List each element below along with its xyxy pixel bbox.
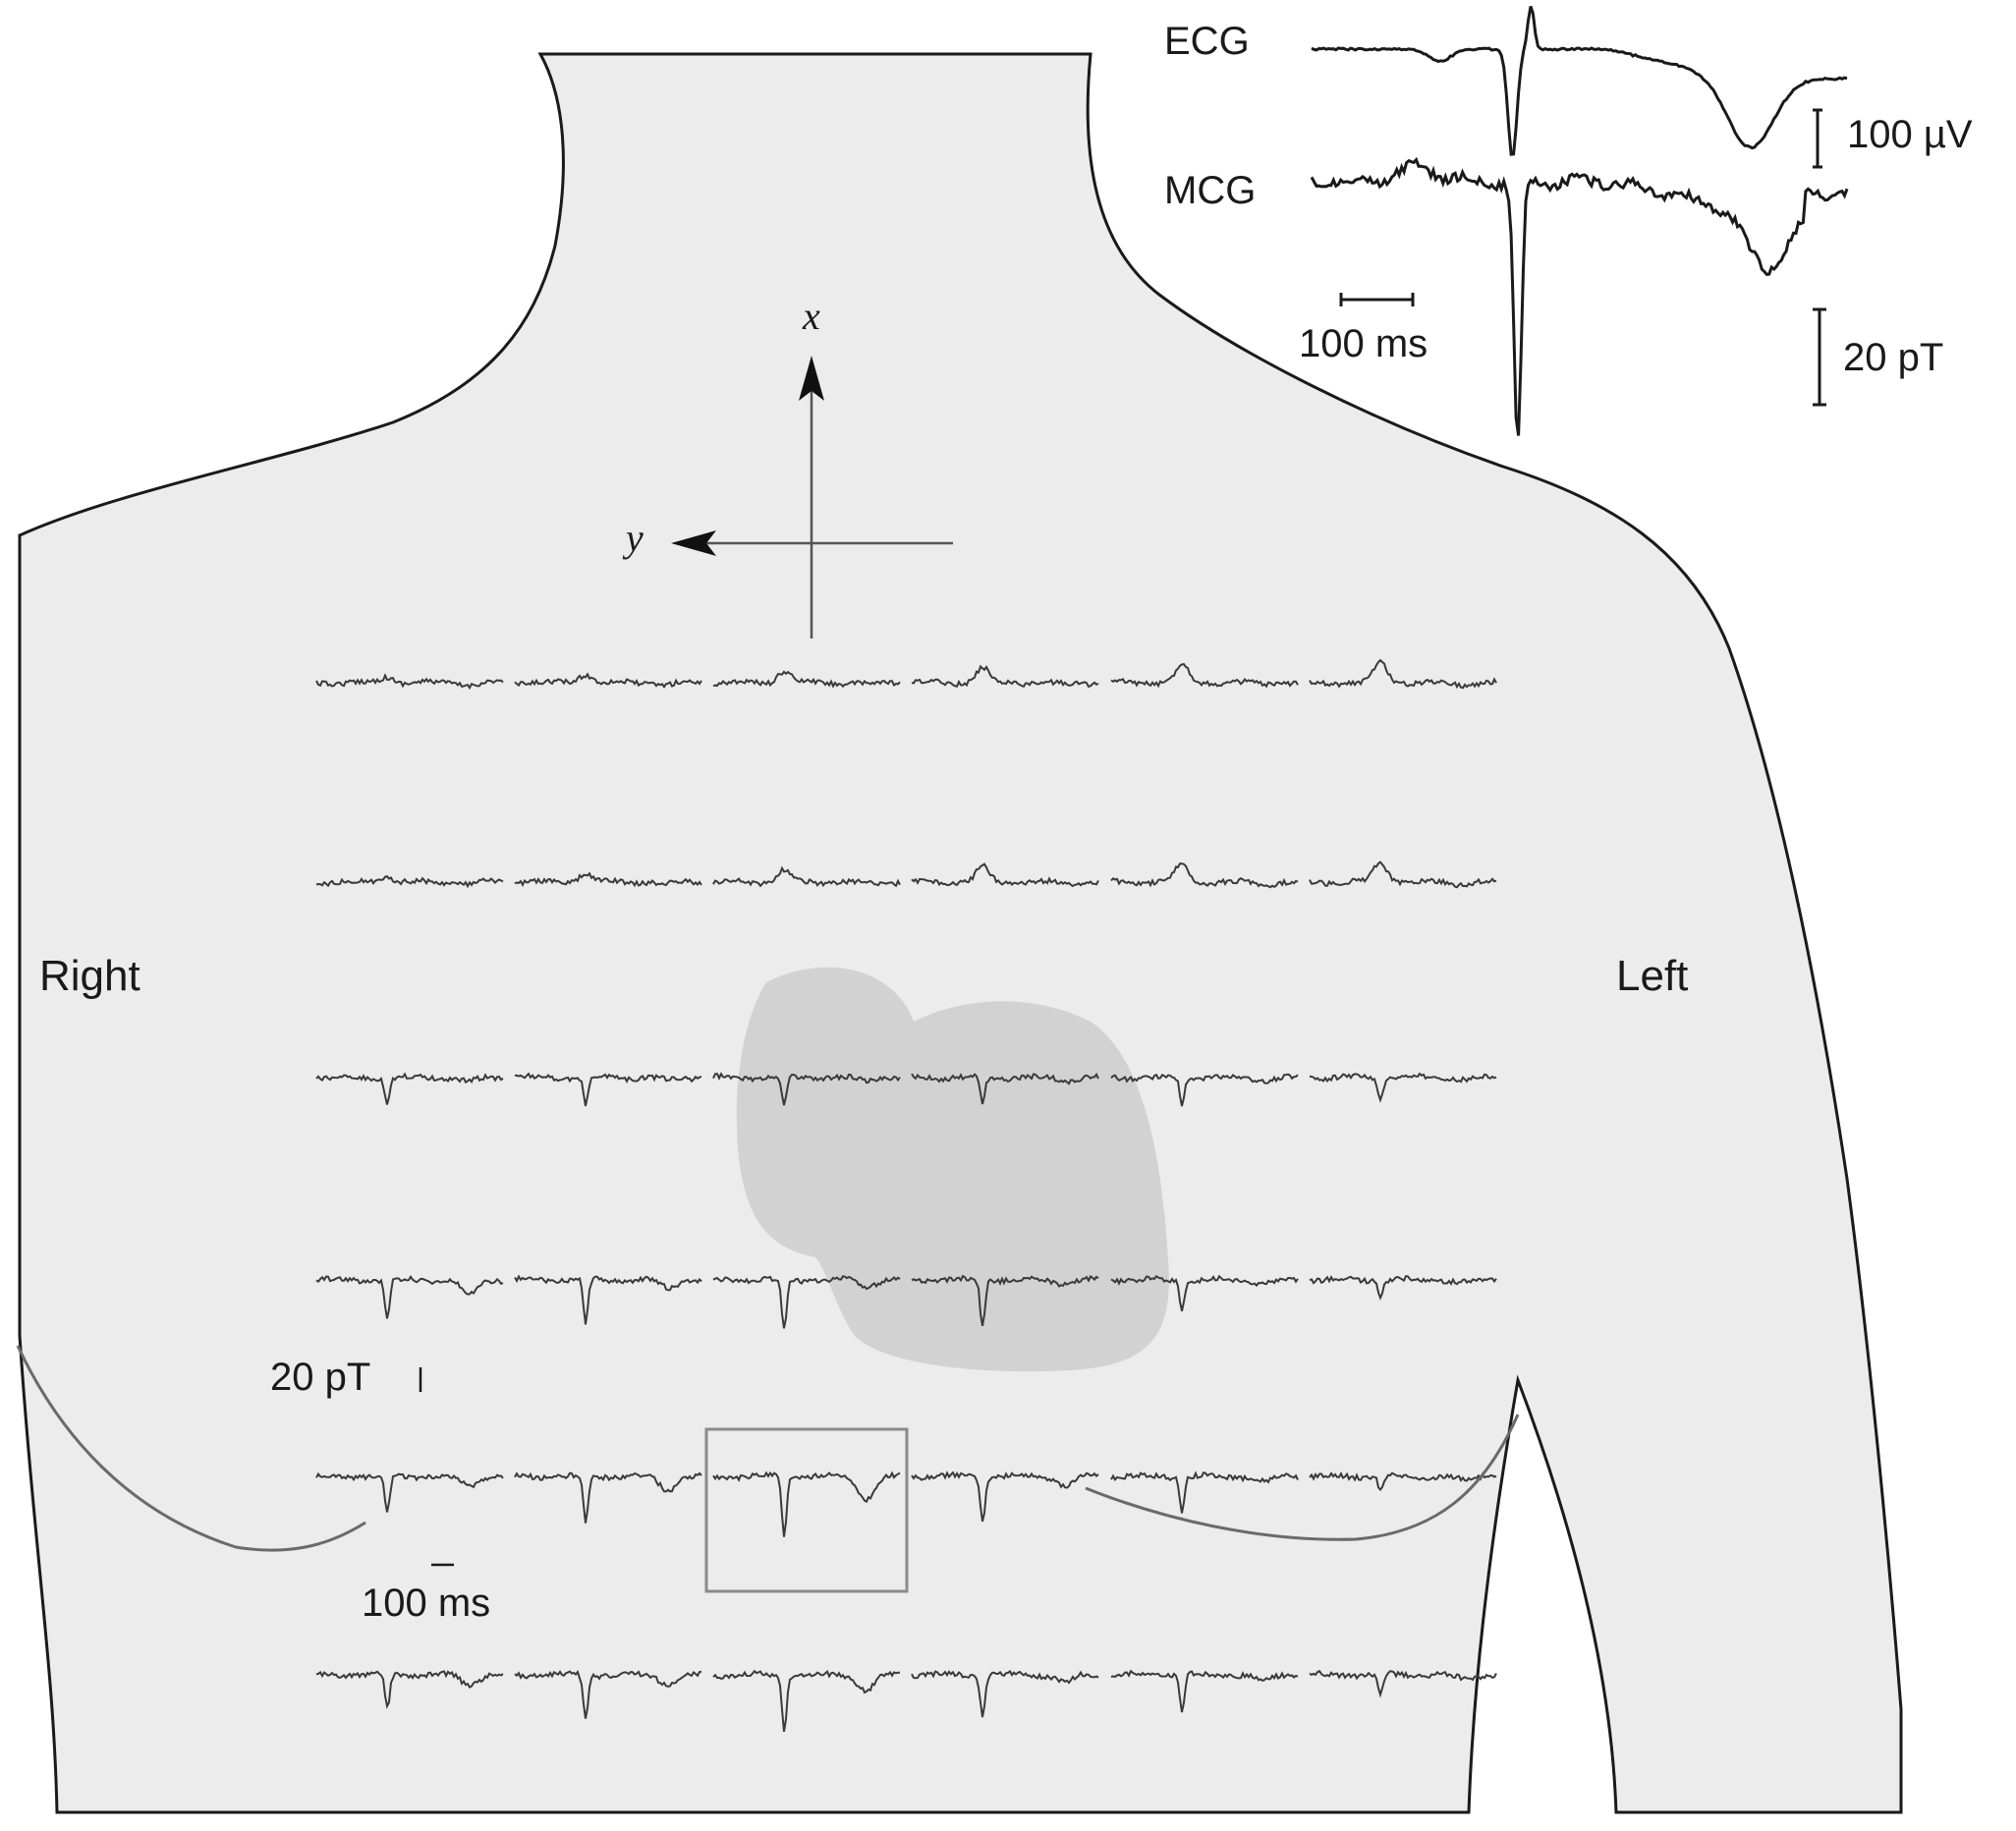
mcg-trace [514,1670,702,1719]
right-side-label: Right [39,952,140,1000]
mcg-trace [911,664,1099,689]
mcg-trace [1309,1669,1497,1698]
inset-time-scale-label: 100 ms [1299,322,1428,365]
mcg-trace [1309,658,1497,690]
mcg-trace [911,1669,1099,1718]
ecg-amplitude-scale-label: 100 µV [1847,113,1973,156]
mcg-trace [712,1072,901,1106]
mcg-trace [315,1274,504,1319]
mcg-trace [315,1072,504,1105]
mcg-trace-inset [1310,156,1849,436]
mcg-trace [1110,1470,1299,1514]
grid-field-scale-label: 20 pT [270,1356,371,1399]
mcg-trace [1110,1669,1299,1713]
grid-time-scale-label: 100 ms [362,1581,491,1625]
mcg-trace [911,1072,1099,1105]
mcg-amplitude-scale-label: 20 pT [1843,336,1944,379]
right-breast-contour [16,1345,366,1552]
mcg-trace-grid [315,658,1497,1733]
mcg-trace [315,673,504,691]
mcg-trace [315,1670,504,1710]
mcg-trace [514,871,702,888]
torso-silhouette [18,52,1903,1814]
mcg-trace [1309,1470,1497,1492]
mcg-trace [1309,1274,1497,1301]
mcg-trace [1110,1073,1299,1107]
left-side-label: Left [1616,952,1689,1000]
mcg-trace [514,1471,702,1524]
mcg-trace [514,1274,702,1325]
mcg-trace [1309,1072,1497,1103]
mcg-trace [1110,1274,1299,1312]
mcg-trace [315,1471,504,1513]
highlighted-cell-box [704,1427,909,1593]
mcg-label: MCG [1164,169,1257,212]
y-axis-label: y [626,516,644,560]
mcg-trace [911,1470,1099,1523]
mcg-trace [712,1275,901,1329]
y-axis-arrowhead [671,530,716,556]
mcg-trace [712,670,901,689]
mcg-trace [911,862,1099,888]
x-axis-label: x [803,294,820,338]
figure-annotations [16,6,1849,1593]
mcg-trace [315,874,504,889]
x-axis-arrowhead [799,356,824,401]
mcg-trace [1110,862,1299,889]
mcg-trace [712,1470,901,1537]
mcg-trace [1309,860,1497,889]
mcg-trace [712,1669,901,1733]
ecg-label: ECG [1164,20,1250,63]
mcg-trace [911,1274,1099,1326]
heart-shadow [736,967,1169,1372]
mcg-trace [514,672,702,689]
ecg-trace [1311,6,1848,156]
mcg-trace [1110,662,1299,689]
mcg-trace [514,1072,702,1107]
mcg-trace [712,865,901,888]
left-breast-contour [1085,1414,1520,1541]
